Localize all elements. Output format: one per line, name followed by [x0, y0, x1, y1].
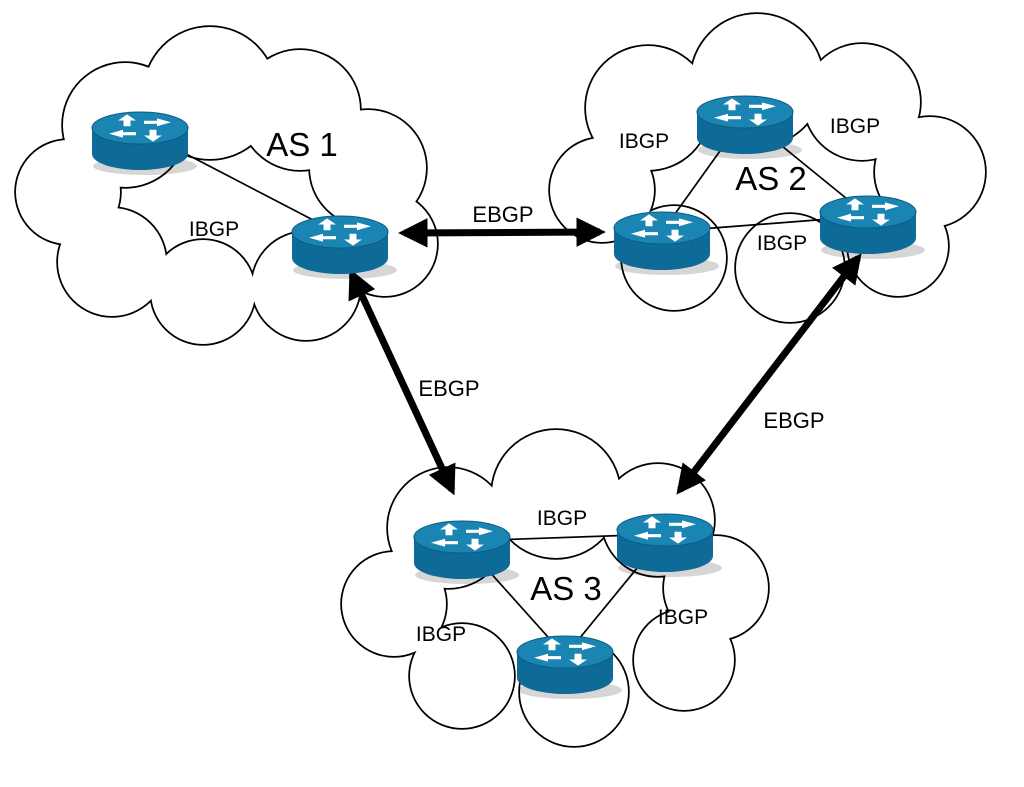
- router-icon-as2-left: [614, 212, 719, 275]
- router-icon-as3-left: [414, 521, 519, 584]
- as1-label: AS 1: [266, 126, 338, 163]
- ibgp-label-as2-left: IBGP: [619, 130, 669, 153]
- ebgp-label-as1-as3: EBGP: [418, 376, 479, 401]
- ebgp-label-as1-as2: EBGP: [472, 202, 533, 227]
- as1-cloud: [14, 25, 439, 346]
- ebgp-link-as2-as3: [676, 253, 862, 495]
- ebgp-link-as1-as2: [398, 217, 606, 248]
- ebgp-link-as1-as3: [348, 268, 456, 496]
- ibgp-label-as2-right: IBGP: [830, 115, 880, 138]
- ebgp-label-as2-as3: EBGP: [763, 408, 824, 433]
- ibgp-label-as3-right: IBGP: [658, 606, 708, 629]
- router-icon-as1-1: [92, 112, 197, 175]
- router-icon-as2-right: [820, 196, 925, 259]
- ibgp-label-as3-left: IBGP: [416, 623, 466, 646]
- router-icon-as2-top: [697, 96, 802, 159]
- as2-label: AS 2: [735, 160, 807, 197]
- ibgp-label-as1: IBGP: [189, 218, 239, 241]
- ibgp-label-as2-bottom: IBGP: [757, 232, 807, 255]
- router-icon-as1-2: [292, 216, 397, 279]
- router-icon-as3-right: [617, 514, 722, 577]
- ibgp-label-as3-top: IBGP: [537, 507, 587, 530]
- as3-label: AS 3: [530, 570, 602, 607]
- router-icon-as3-bottom: [517, 636, 622, 699]
